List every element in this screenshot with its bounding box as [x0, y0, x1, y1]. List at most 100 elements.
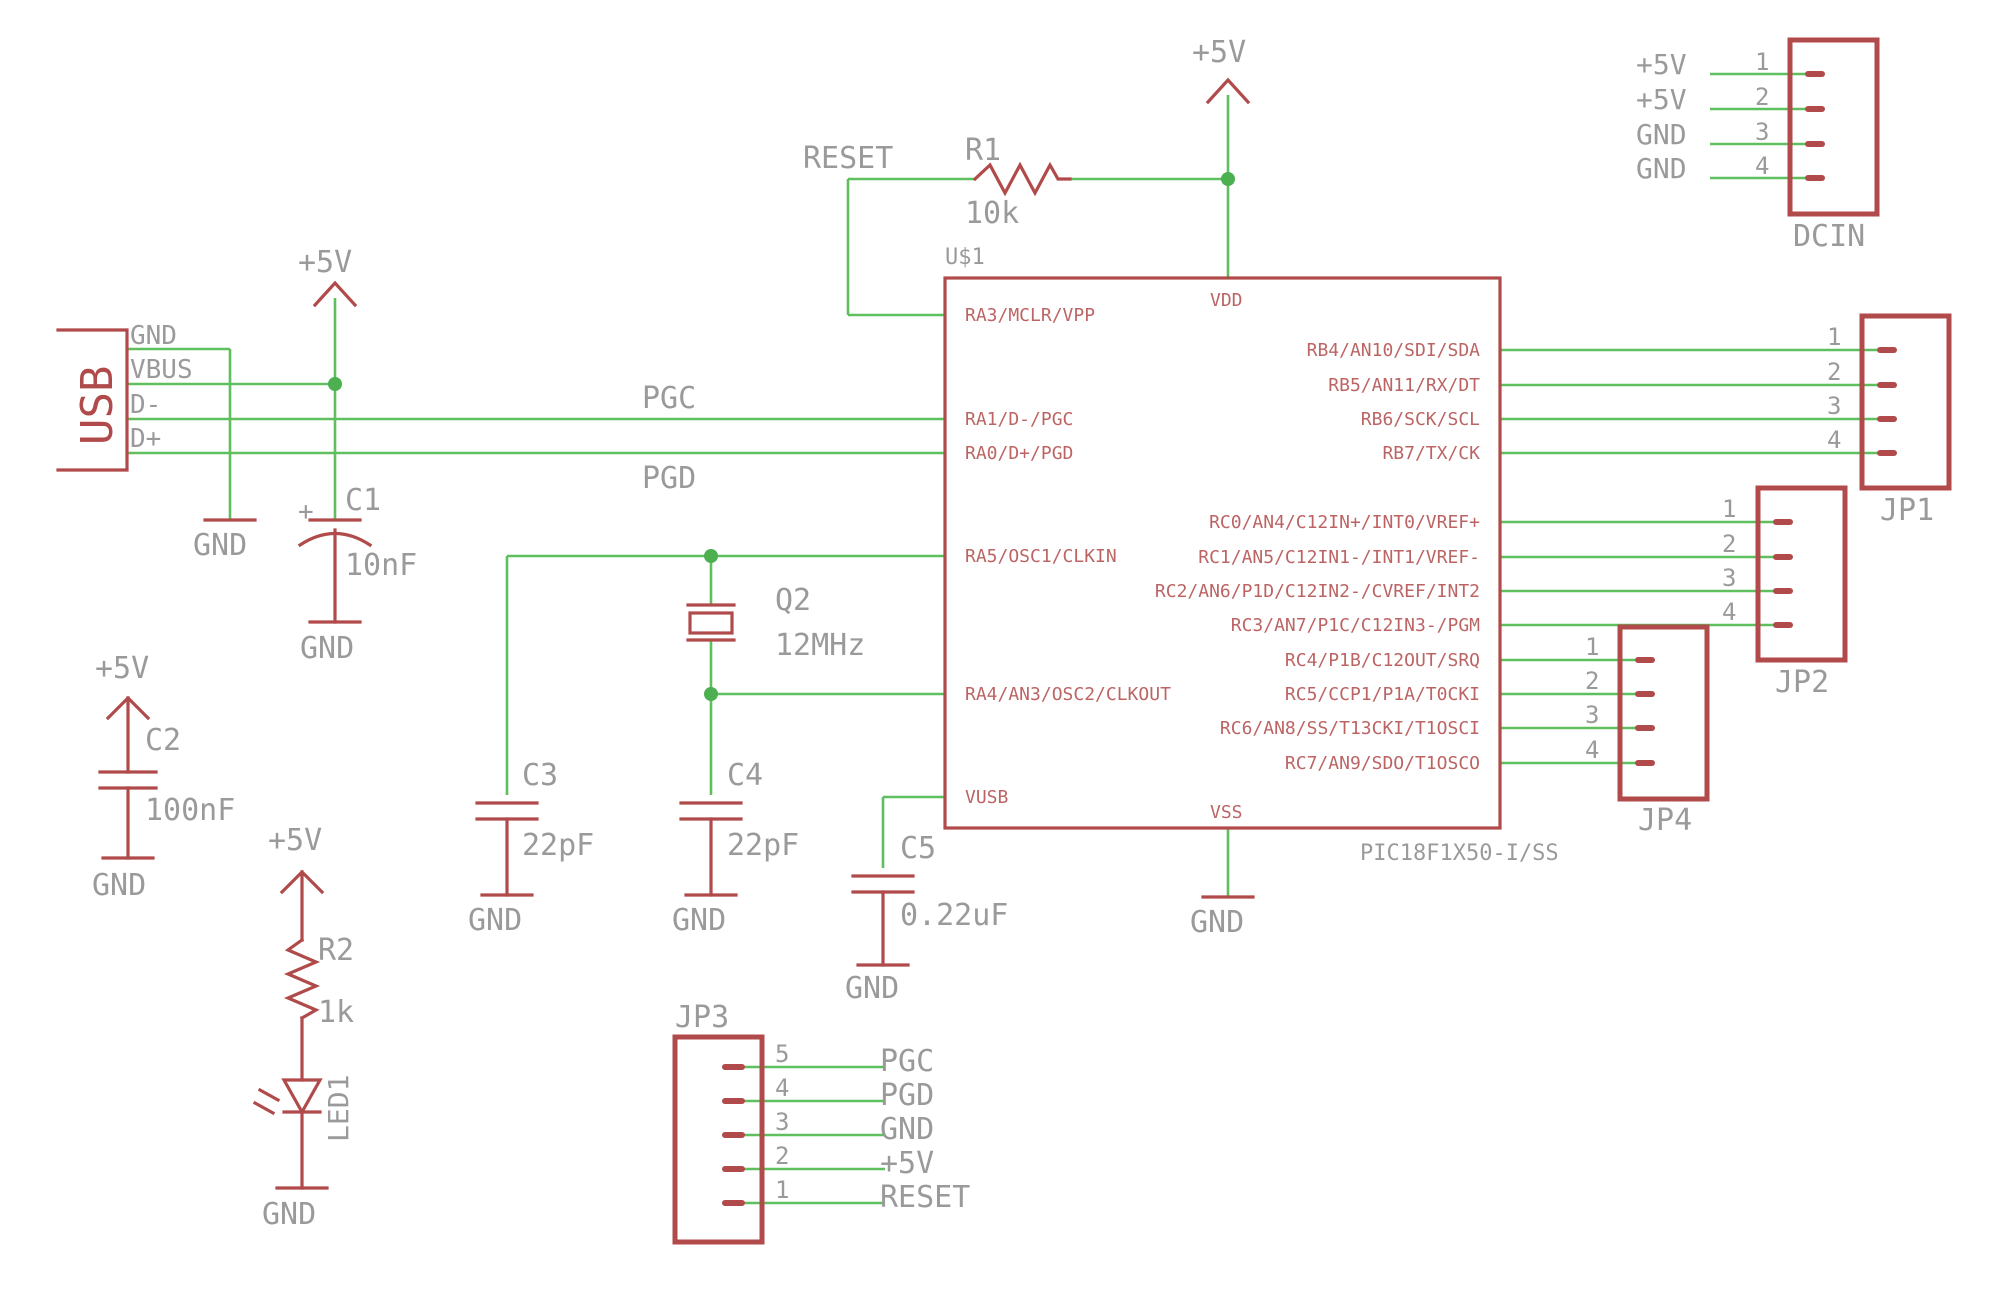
supply-plus5v-top: +5V — [1192, 35, 1251, 105]
dcin-name: DCIN — [1793, 219, 1865, 254]
mcu-pin-right: RC1/AN5/C12IN1-/INT1/VREF- — [1198, 547, 1480, 568]
jp2-pin-number: 1 — [1722, 495, 1736, 523]
wires — [127, 72, 1890, 1205]
c1-plus: + — [298, 497, 314, 527]
mcu-part: PIC18F1X50-I/SS — [1360, 841, 1559, 866]
usb-connector: USB GND VBUS D- D+ — [56, 321, 193, 472]
c5-value: 0.22uF — [900, 898, 1008, 933]
dcin-pin-number: 1 — [1755, 48, 1769, 76]
dcin-net: GND — [1636, 152, 1687, 185]
supply-label: +5V — [1192, 35, 1246, 70]
connector-jp1: 1 2 3 4 JP1 — [1827, 313, 1952, 528]
supply-label: +5V — [95, 651, 149, 686]
dcin-pin-number: 4 — [1755, 152, 1769, 180]
mcu-pin-left: RA3/MCLR/VPP — [965, 305, 1095, 326]
c1-value: 10nF — [345, 548, 417, 583]
jp4-pin-number: 4 — [1585, 736, 1599, 764]
capacitor-c2: +5V C2 100nF GND — [92, 651, 235, 903]
mcu-pin-right: RC3/AN7/P1C/C12IN3-/PGM — [1231, 615, 1480, 636]
gnd-label: GND — [193, 528, 247, 563]
mcu-vdd: VDD — [1210, 290, 1243, 311]
gnd-label: GND — [262, 1197, 316, 1232]
jp3-net: +5V — [880, 1146, 934, 1181]
jp3-name: JP3 — [675, 1000, 729, 1035]
supply-label: +5V — [298, 245, 352, 280]
mcu-pin-right: RC4/P1B/C12OUT/SRQ — [1285, 650, 1480, 671]
mcu-pin-left: RA5/OSC1/CLKIN — [965, 546, 1117, 567]
jp1-pin-number: 4 — [1827, 426, 1841, 454]
mcu-pin-right: RB7/TX/CK — [1382, 443, 1480, 464]
mcu-ref: U$1 — [945, 245, 985, 270]
capacitor-c1: + C1 10nF GND — [297, 483, 417, 666]
supply-label: +5V — [268, 823, 322, 858]
jp2-name: JP2 — [1775, 665, 1829, 700]
r2-value: 1k — [318, 995, 354, 1030]
jp4-pin-number: 3 — [1585, 701, 1599, 729]
supply-plus5v-c1: +5V — [298, 245, 358, 308]
jp2-pin-number: 4 — [1722, 598, 1736, 626]
gnd-label: GND — [1190, 905, 1244, 940]
jp1-pin-number: 2 — [1827, 358, 1841, 386]
jp3-net: PGC — [880, 1044, 934, 1079]
dcin-net: +5V — [1636, 48, 1687, 81]
r2-name: R2 — [318, 933, 354, 968]
net-label-pgd: PGD — [642, 461, 696, 496]
usb-label: USB — [72, 366, 123, 445]
gnd-label: GND — [672, 903, 726, 938]
usb-pin-dplus: D+ — [130, 424, 161, 454]
usb-pin-vbus: VBUS — [130, 355, 193, 385]
r1-name: R1 — [965, 133, 1001, 168]
crystal-q2: Q2 12MHz — [686, 583, 865, 663]
c3-name: C3 — [522, 758, 558, 793]
jp4-pin-number: 2 — [1585, 667, 1599, 695]
jp2-pin-number: 2 — [1722, 530, 1736, 558]
junctions — [328, 172, 1235, 701]
jp3-pin-number: 3 — [775, 1108, 789, 1136]
dcin-pin-number: 3 — [1755, 118, 1769, 146]
jp4-pin-number: 1 — [1585, 633, 1599, 661]
jp3-net: PGD — [880, 1078, 934, 1113]
jp3-pin-number: 1 — [775, 1176, 789, 1204]
capacitor-c5: C5 0.22uF GND — [845, 831, 1008, 1006]
resistor-r2-led1: +5V R2 1k LED1 GND — [252, 823, 355, 1232]
mcu-pin-left: RA1/D-/PGC — [965, 409, 1073, 430]
c2-value: 100nF — [145, 793, 235, 828]
c4-name: C4 — [727, 758, 763, 793]
connector-jp3: JP3 5 4 3 2 1 PGC PGD GND +5V RESET — [672, 1000, 970, 1245]
mcu-pin-right: RC7/AN9/SDO/T1OSCO — [1285, 753, 1480, 774]
junction-dot — [704, 687, 718, 701]
usb-pin-gnd: GND — [130, 321, 177, 351]
jp3-pin-number: 4 — [775, 1074, 789, 1102]
junction-dot — [1221, 172, 1235, 186]
dcin-pin-number: 2 — [1755, 83, 1769, 111]
junction-dot — [704, 549, 718, 563]
r1-value: 10k — [965, 196, 1019, 231]
gnd-symbol: GND — [1190, 895, 1255, 940]
mcu-pin-right: RB4/AN10/SDI/SDA — [1307, 340, 1481, 361]
jp2-pin-number: 3 — [1722, 564, 1736, 592]
jp3-pin-number: 5 — [775, 1040, 789, 1068]
c2-name: C2 — [145, 723, 181, 758]
resistor-r1: RESET R1 10k — [803, 133, 1072, 231]
dcin-net: +5V — [1636, 83, 1687, 116]
capacitor-c3: C3 22pF GND — [468, 758, 594, 938]
mcu-pin-right: RC0/AN4/C12IN+/INT0/VREF+ — [1209, 512, 1480, 533]
q2-value: 12MHz — [775, 628, 865, 663]
mcu-pin-right: RC5/CCP1/P1A/T0CKI — [1285, 684, 1480, 705]
mcu-pin-right: RB5/AN11/RX/DT — [1328, 375, 1480, 396]
jp1-pin-number: 3 — [1827, 392, 1841, 420]
connector-jp2: 1 2 3 4 JP2 — [1722, 485, 1848, 700]
mcu-pin-left: RA0/D+/PGD — [965, 443, 1073, 464]
jp3-net: RESET — [880, 1180, 970, 1215]
c3-value: 22pF — [522, 828, 594, 863]
gnd-symbol: GND — [193, 518, 257, 563]
capacitor-c4: C4 22pF GND — [672, 758, 799, 938]
mcu-pin-left: RA4/AN3/OSC2/CLKOUT — [965, 684, 1171, 705]
dcin-net: GND — [1636, 118, 1687, 151]
led1-name: LED1 — [322, 1075, 355, 1142]
connector-jp4: 1 2 3 4 JP4 — [1585, 624, 1710, 838]
jp3-net: GND — [880, 1112, 934, 1147]
junction-dot — [328, 377, 342, 391]
mcu-pin-right: RB6/SCK/SCL — [1361, 409, 1480, 430]
